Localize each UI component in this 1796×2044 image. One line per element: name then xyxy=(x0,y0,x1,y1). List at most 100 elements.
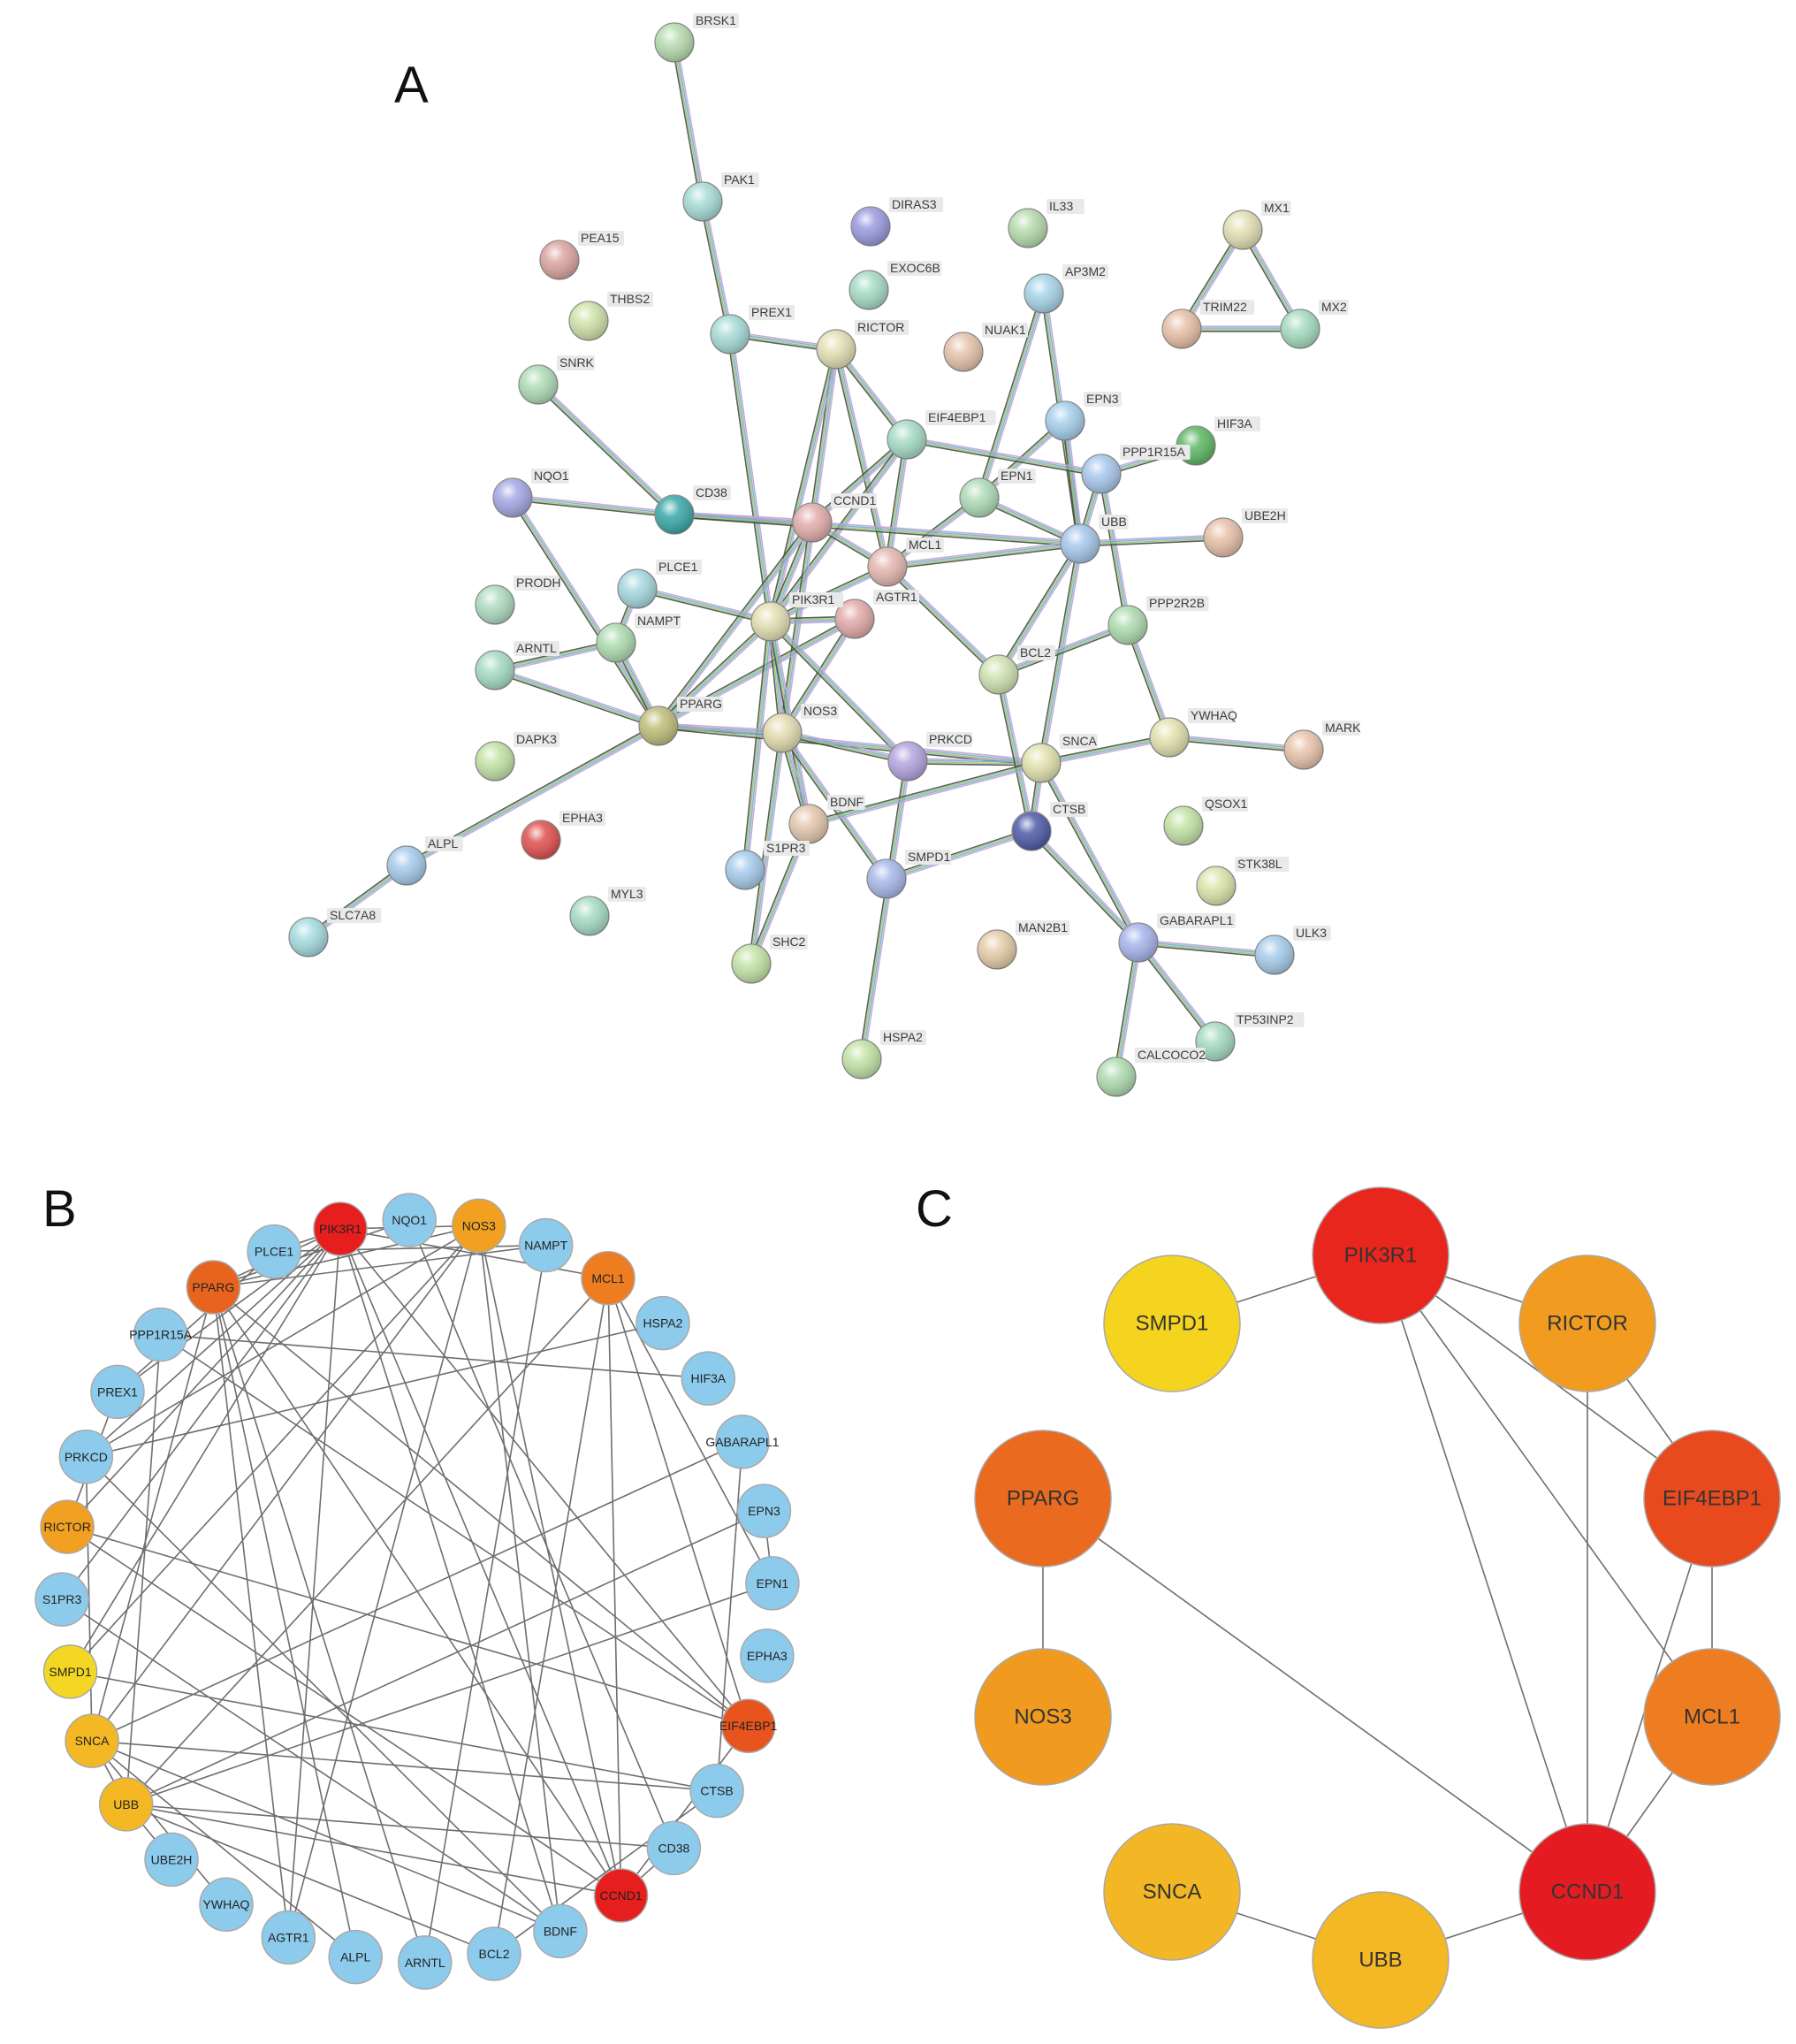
node-snca[interactable]: SNCA xyxy=(1103,1823,1241,1961)
node-mcl1[interactable]: MCL1 xyxy=(581,1251,635,1306)
node-mx2[interactable]: MX2 xyxy=(1280,300,1349,349)
node-alpl[interactable]: ALPL xyxy=(386,836,463,886)
node-smpd1[interactable]: SMPD1 xyxy=(1103,1255,1241,1392)
node-ctsb[interactable]: CTSB xyxy=(689,1763,744,1819)
node-epn1[interactable]: EPN1 xyxy=(745,1556,800,1611)
node-plce1[interactable]: PLCE1 xyxy=(617,560,702,609)
node-ube2h[interactable]: UBE2H xyxy=(1203,508,1288,558)
node-il33[interactable]: IL33 xyxy=(1008,199,1084,248)
node-cd38[interactable]: CD38 xyxy=(646,1820,702,1876)
node-mx1[interactable]: MX1 xyxy=(1222,201,1291,250)
node-ywhaq[interactable]: YWHAQ xyxy=(199,1877,254,1932)
node-tp53inp2[interactable]: TP53INP2 xyxy=(1195,1012,1305,1062)
node-cd38[interactable]: CD38 xyxy=(654,485,731,535)
node-myl3[interactable]: MYL3 xyxy=(569,887,646,936)
node-epn3[interactable]: EPN3 xyxy=(1045,392,1122,441)
node-epn3[interactable]: EPN3 xyxy=(736,1483,792,1538)
node-ccnd1[interactable]: CCND1 xyxy=(593,1868,649,1923)
node-eif4ebp1[interactable]: EIF4EBP1 xyxy=(887,410,996,460)
node-mcl1[interactable]: MCL1 xyxy=(1643,1648,1781,1786)
node-snca[interactable]: SNCA xyxy=(1021,734,1098,783)
node-nampt[interactable]: NAMPT xyxy=(518,1217,574,1273)
node-nampt[interactable]: NAMPT xyxy=(596,614,681,663)
node-nos3[interactable]: NOS3 xyxy=(452,1198,506,1254)
node-gabarapl1[interactable]: GABARAPL1 xyxy=(705,1415,780,1469)
node-ubb[interactable]: UBB xyxy=(1060,515,1129,564)
node-ulk3[interactable]: ULK3 xyxy=(1254,926,1331,975)
node-prkcd[interactable]: PRKCD xyxy=(887,732,972,782)
node-ppp1r15a[interactable]: PPP1R15A xyxy=(1081,445,1191,494)
node-arntl[interactable]: ARNTL xyxy=(398,1935,453,1990)
node-man2b1[interactable]: MAN2B1 xyxy=(977,920,1070,970)
node-trim22[interactable]: TRIM22 xyxy=(1161,300,1255,349)
node-hif3a[interactable]: HIF3A xyxy=(681,1351,736,1406)
node-ubb[interactable]: UBB xyxy=(98,1777,154,1832)
node-bcl2[interactable]: BCL2 xyxy=(467,1926,521,1981)
node-smpd1[interactable]: SMPD1 xyxy=(42,1644,98,1699)
node-ubb[interactable]: UBB xyxy=(1312,1891,1450,2029)
node-mark[interactable]: MARK xyxy=(1283,721,1361,770)
node-qsox1[interactable]: QSOX1 xyxy=(1163,797,1248,846)
node-ppp2r2b[interactable]: PPP2R2B xyxy=(1107,596,1209,645)
node-nqo1[interactable]: NQO1 xyxy=(382,1193,437,1247)
node-thbs2[interactable]: THBS2 xyxy=(568,292,653,341)
node-brsk1[interactable]: BRSK1 xyxy=(654,13,739,63)
node-rictor[interactable]: RICTOR xyxy=(816,320,909,370)
node-agtr1[interactable]: AGTR1 xyxy=(834,590,919,639)
node-ppp1r15a[interactable]: PPP1R15A xyxy=(129,1307,193,1362)
node-hspa2[interactable]: HSPA2 xyxy=(635,1295,690,1351)
node-ctsb[interactable]: CTSB xyxy=(1011,802,1088,851)
node-diras3[interactable]: DIRAS3 xyxy=(850,197,944,247)
node-gabarapl1[interactable]: GABARAPL1 xyxy=(1118,913,1236,963)
node-eif4ebp1[interactable]: EIF4EBP1 xyxy=(719,1698,778,1753)
node-exoc6b[interactable]: EXOC6B xyxy=(849,261,942,310)
node-ccnd1[interactable]: CCND1 xyxy=(1518,1823,1656,1961)
node-eif4ebp1[interactable]: EIF4EBP1 xyxy=(1643,1430,1781,1567)
node-hspa2[interactable]: HSPA2 xyxy=(841,1030,926,1079)
node-agtr1[interactable]: AGTR1 xyxy=(261,1910,316,1965)
node-epha3[interactable]: EPHA3 xyxy=(740,1628,795,1683)
node-stk38l[interactable]: STK38L xyxy=(1196,857,1290,906)
node-pparg[interactable]: PPARG xyxy=(974,1430,1112,1567)
node-pparg[interactable]: PPARG xyxy=(638,697,723,746)
node-ccnd1[interactable]: CCND1 xyxy=(792,493,877,543)
node-epn1[interactable]: EPN1 xyxy=(959,469,1036,518)
node-smpd1[interactable]: SMPD1 xyxy=(866,850,951,899)
node-pik3r1[interactable]: PIK3R1 xyxy=(750,592,844,642)
node-bdnf[interactable]: BDNF xyxy=(788,795,865,844)
node-plce1[interactable]: PLCE1 xyxy=(247,1224,301,1279)
edge-ccnd1-ubb xyxy=(126,1804,621,1896)
node-pik3r1[interactable]: PIK3R1 xyxy=(1312,1186,1450,1324)
node-prex1[interactable]: PREX1 xyxy=(90,1364,145,1420)
node-slc7a8[interactable]: SLC7A8 xyxy=(288,908,382,957)
node-pak1[interactable]: PAK1 xyxy=(682,172,759,222)
node-bcl2[interactable]: BCL2 xyxy=(978,645,1055,695)
node-rictor[interactable]: RICTOR xyxy=(1518,1255,1656,1392)
node-epha3[interactable]: EPHA3 xyxy=(521,811,605,860)
node-rictor[interactable]: RICTOR xyxy=(40,1499,95,1554)
node-nos3[interactable]: NOS3 xyxy=(974,1648,1112,1786)
node-nqo1[interactable]: NQO1 xyxy=(492,469,569,518)
node-dapk3[interactable]: DAPK3 xyxy=(475,732,559,782)
node-ywhaq[interactable]: YWHAQ xyxy=(1149,708,1237,758)
node-snrk[interactable]: SNRK xyxy=(518,355,595,405)
node-alpl[interactable]: ALPL xyxy=(328,1929,383,1985)
node-ap3m2[interactable]: AP3M2 xyxy=(1024,264,1108,314)
node-calcoco2[interactable]: CALCOCO2 xyxy=(1096,1048,1206,1097)
node-pik3r1[interactable]: PIK3R1 xyxy=(313,1201,368,1256)
node-prex1[interactable]: PREX1 xyxy=(710,305,795,355)
node-s1pr3[interactable]: S1PR3 xyxy=(725,841,810,890)
node-pea15[interactable]: PEA15 xyxy=(539,231,624,280)
node-prkcd[interactable]: PRKCD xyxy=(58,1430,114,1484)
node-shc2[interactable]: SHC2 xyxy=(731,934,808,984)
node-prodh[interactable]: PRODH xyxy=(475,576,561,625)
node-bdnf[interactable]: BDNF xyxy=(533,1903,588,1959)
node-arntl[interactable]: ARNTL xyxy=(475,641,559,690)
node-snca[interactable]: SNCA xyxy=(65,1713,119,1768)
node-ube2h[interactable]: UBE2H xyxy=(144,1832,199,1888)
node-pparg[interactable]: PPARG xyxy=(186,1260,241,1315)
node-mcl1[interactable]: MCL1 xyxy=(867,538,944,587)
node-nuak1[interactable]: NUAK1 xyxy=(943,323,1028,372)
node-s1pr3[interactable]: S1PR3 xyxy=(34,1572,89,1627)
node-nos3[interactable]: NOS3 xyxy=(762,704,839,753)
